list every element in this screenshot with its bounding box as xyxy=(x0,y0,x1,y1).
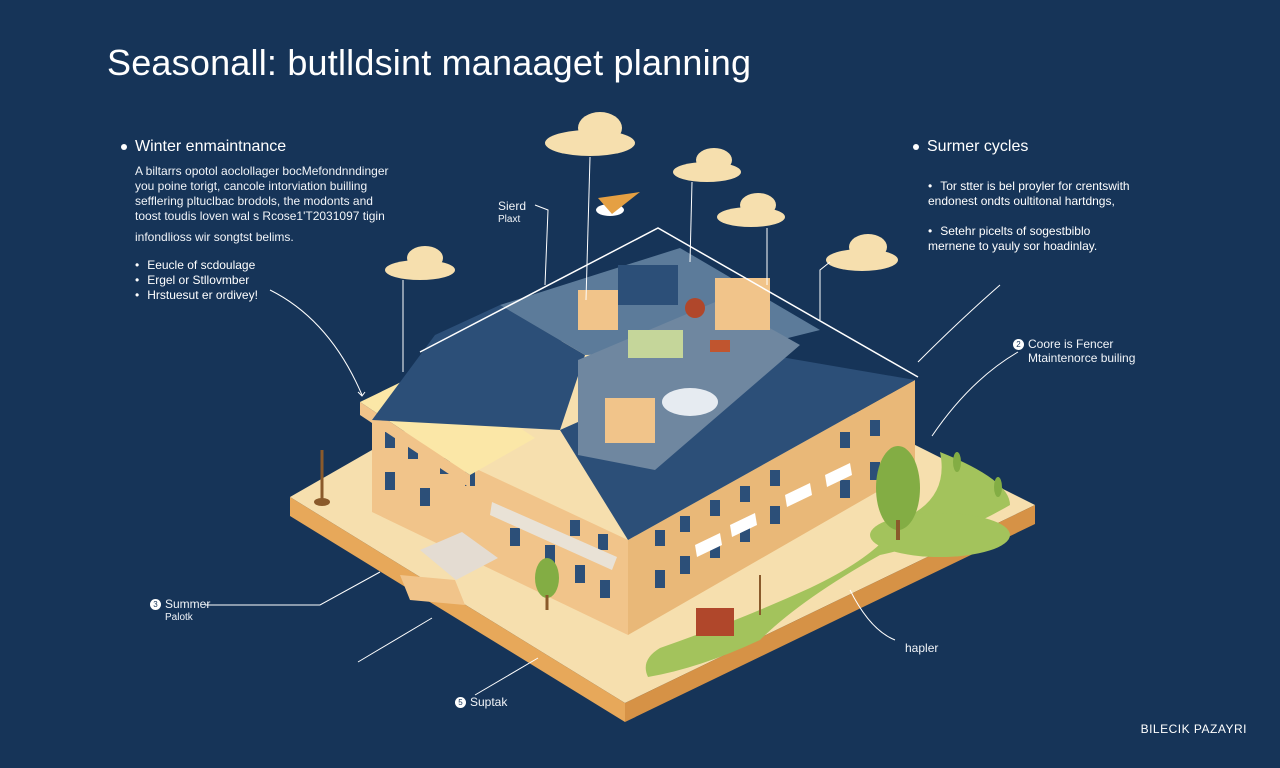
winter-heading: Winter enmaintnance xyxy=(121,138,286,156)
callout-plaxt-text: Plaxt xyxy=(498,214,521,225)
number-badge: 3 xyxy=(150,599,161,611)
callout-coore-text: Coore is Fencer xyxy=(1028,337,1114,351)
callout-maintenance-text: Mtaintenorce builing xyxy=(1028,351,1136,365)
winter-line: toost toudis loven wal s Rcose1'T2031097… xyxy=(135,209,385,223)
winter-bullet: Ergel or Stllovmber xyxy=(135,273,258,288)
callout-sierd: Sierd Plaxt xyxy=(498,199,526,227)
bird-icon xyxy=(596,192,640,216)
callout-sierd-text: Sierd xyxy=(498,199,527,213)
winter-paragraph: A biltarrs opotol aoclollager bocMefondn… xyxy=(135,164,389,245)
number-badge: 2 xyxy=(1013,339,1024,351)
footer-brand: BILECIK PAZAYRI xyxy=(1140,722,1247,736)
callout-supbak-text: Suptak xyxy=(470,695,508,709)
callout-hapier: hapler xyxy=(905,641,939,655)
roof-outline xyxy=(419,227,919,378)
callout-coore: 2 Coore is Fencer Mtaintenorce builing xyxy=(1013,337,1135,365)
building-walls xyxy=(360,368,915,635)
leader-lines xyxy=(205,204,1019,696)
summer-heading-text: Surmer cycles xyxy=(927,138,1029,155)
trees xyxy=(314,446,1002,636)
page-title: Seasonall: butlldsint manaaget planning xyxy=(107,42,752,83)
winter-line: A biltarrs opotol aoclollager bocMefondn… xyxy=(135,164,389,178)
winter-line: you poine torigt, cancole intorviation b… xyxy=(135,179,368,193)
bullet-icon xyxy=(913,143,919,150)
clouds xyxy=(385,112,898,280)
bullet-icon xyxy=(121,143,127,150)
summer-bullet: Tor stter is bel proyler for crentswith … xyxy=(928,179,1130,209)
callout-supbak: 5 Suptak xyxy=(455,695,507,709)
summer-bullets: Tor stter is bel proyler for crentswith … xyxy=(928,164,1130,269)
number-badge: 5 xyxy=(455,697,466,709)
winter-line: infondlioss wir songtst belims. xyxy=(135,230,294,244)
winter-bullets: Eeucle of scdoulage Ergel or Stllovmber … xyxy=(135,258,258,303)
winter-bullet: Eeucle of scdoulage xyxy=(135,258,258,273)
winter-bullet: Hrstuesut er ordivey! xyxy=(135,288,258,303)
winter-line: sefflering pltuclbac brodols, the modont… xyxy=(135,194,373,208)
callout-summer: 3 Summer Palotk xyxy=(150,597,210,625)
callout-palotk-text: Palotk xyxy=(165,612,193,623)
summer-bullet: Setehr picelts of sogestbiblo mernene to… xyxy=(928,224,1130,254)
summer-heading: Surmer cycles xyxy=(913,138,1028,156)
callout-summer-text: Summer xyxy=(165,597,211,611)
winter-heading-text: Winter enmaintnance xyxy=(135,138,287,155)
